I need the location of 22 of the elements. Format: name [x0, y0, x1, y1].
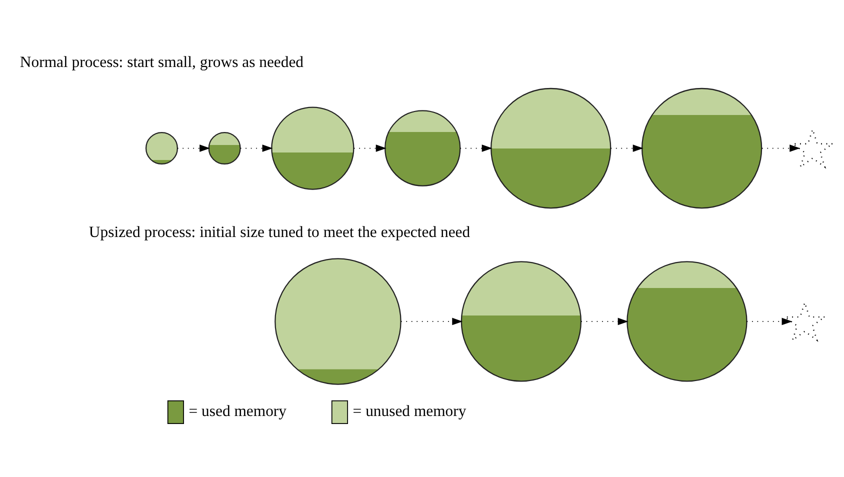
arrow — [460, 144, 492, 152]
arrow — [353, 144, 386, 152]
legend-label: = used memory — [188, 402, 287, 420]
node-circle — [641, 87, 762, 208]
arrow — [400, 317, 463, 325]
node-circle — [460, 260, 582, 382]
label: Normal process: start small, grows as needed — [20, 54, 304, 71]
arrow — [177, 144, 210, 152]
label: Upsized process: initial size tuned to meet the expected need — [88, 224, 470, 241]
node-circle — [384, 110, 461, 186]
node-circle — [208, 131, 241, 164]
arrow — [762, 144, 800, 152]
node-circle — [274, 258, 402, 384]
node-circle — [271, 106, 354, 190]
legend-label: = unused memory — [352, 402, 466, 420]
arrow — [240, 144, 273, 152]
arrow — [746, 317, 792, 325]
node-circle — [626, 260, 748, 382]
arrow — [580, 317, 628, 325]
node-circle — [145, 131, 178, 164]
arrow — [610, 144, 644, 152]
node-circle — [490, 87, 612, 208]
